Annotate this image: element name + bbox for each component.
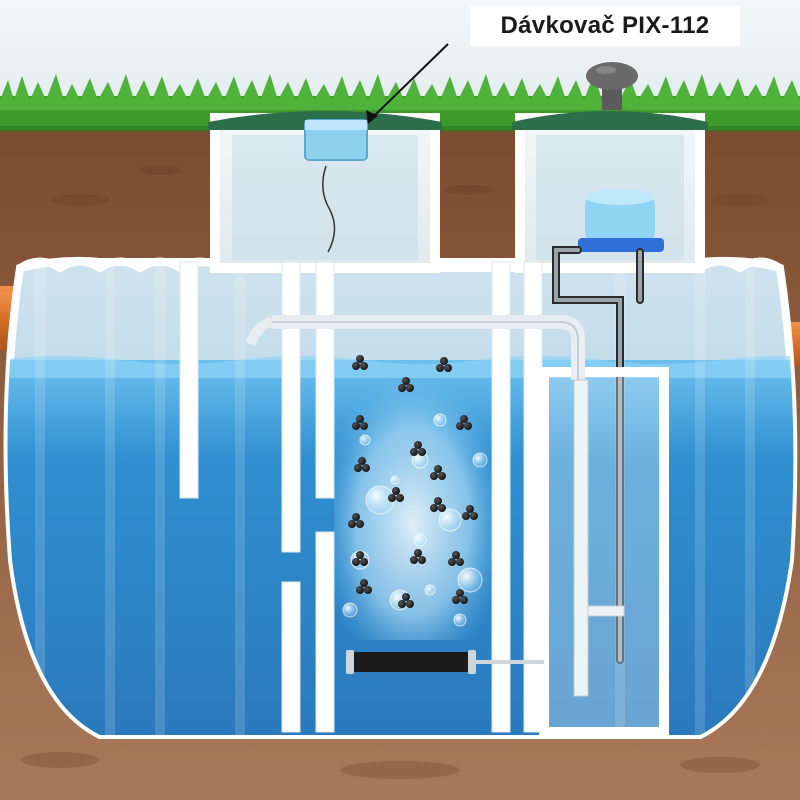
aeration-zone: [334, 355, 492, 640]
vent-cap-icon: [586, 62, 638, 110]
biomass-particles: [348, 355, 478, 608]
internal-structure: [179, 261, 669, 737]
callout-label: Dávkovač PIX-112: [470, 6, 740, 46]
tank-corrugated-top: [17, 257, 783, 273]
blower-icon: [578, 189, 664, 252]
air-lines: [552, 246, 644, 664]
bubbles: [342, 413, 488, 627]
dispenser-icon: [304, 119, 368, 253]
soil-texture: [20, 165, 770, 779]
callout-pointer: [366, 43, 449, 124]
aerator-icon: [346, 650, 544, 674]
